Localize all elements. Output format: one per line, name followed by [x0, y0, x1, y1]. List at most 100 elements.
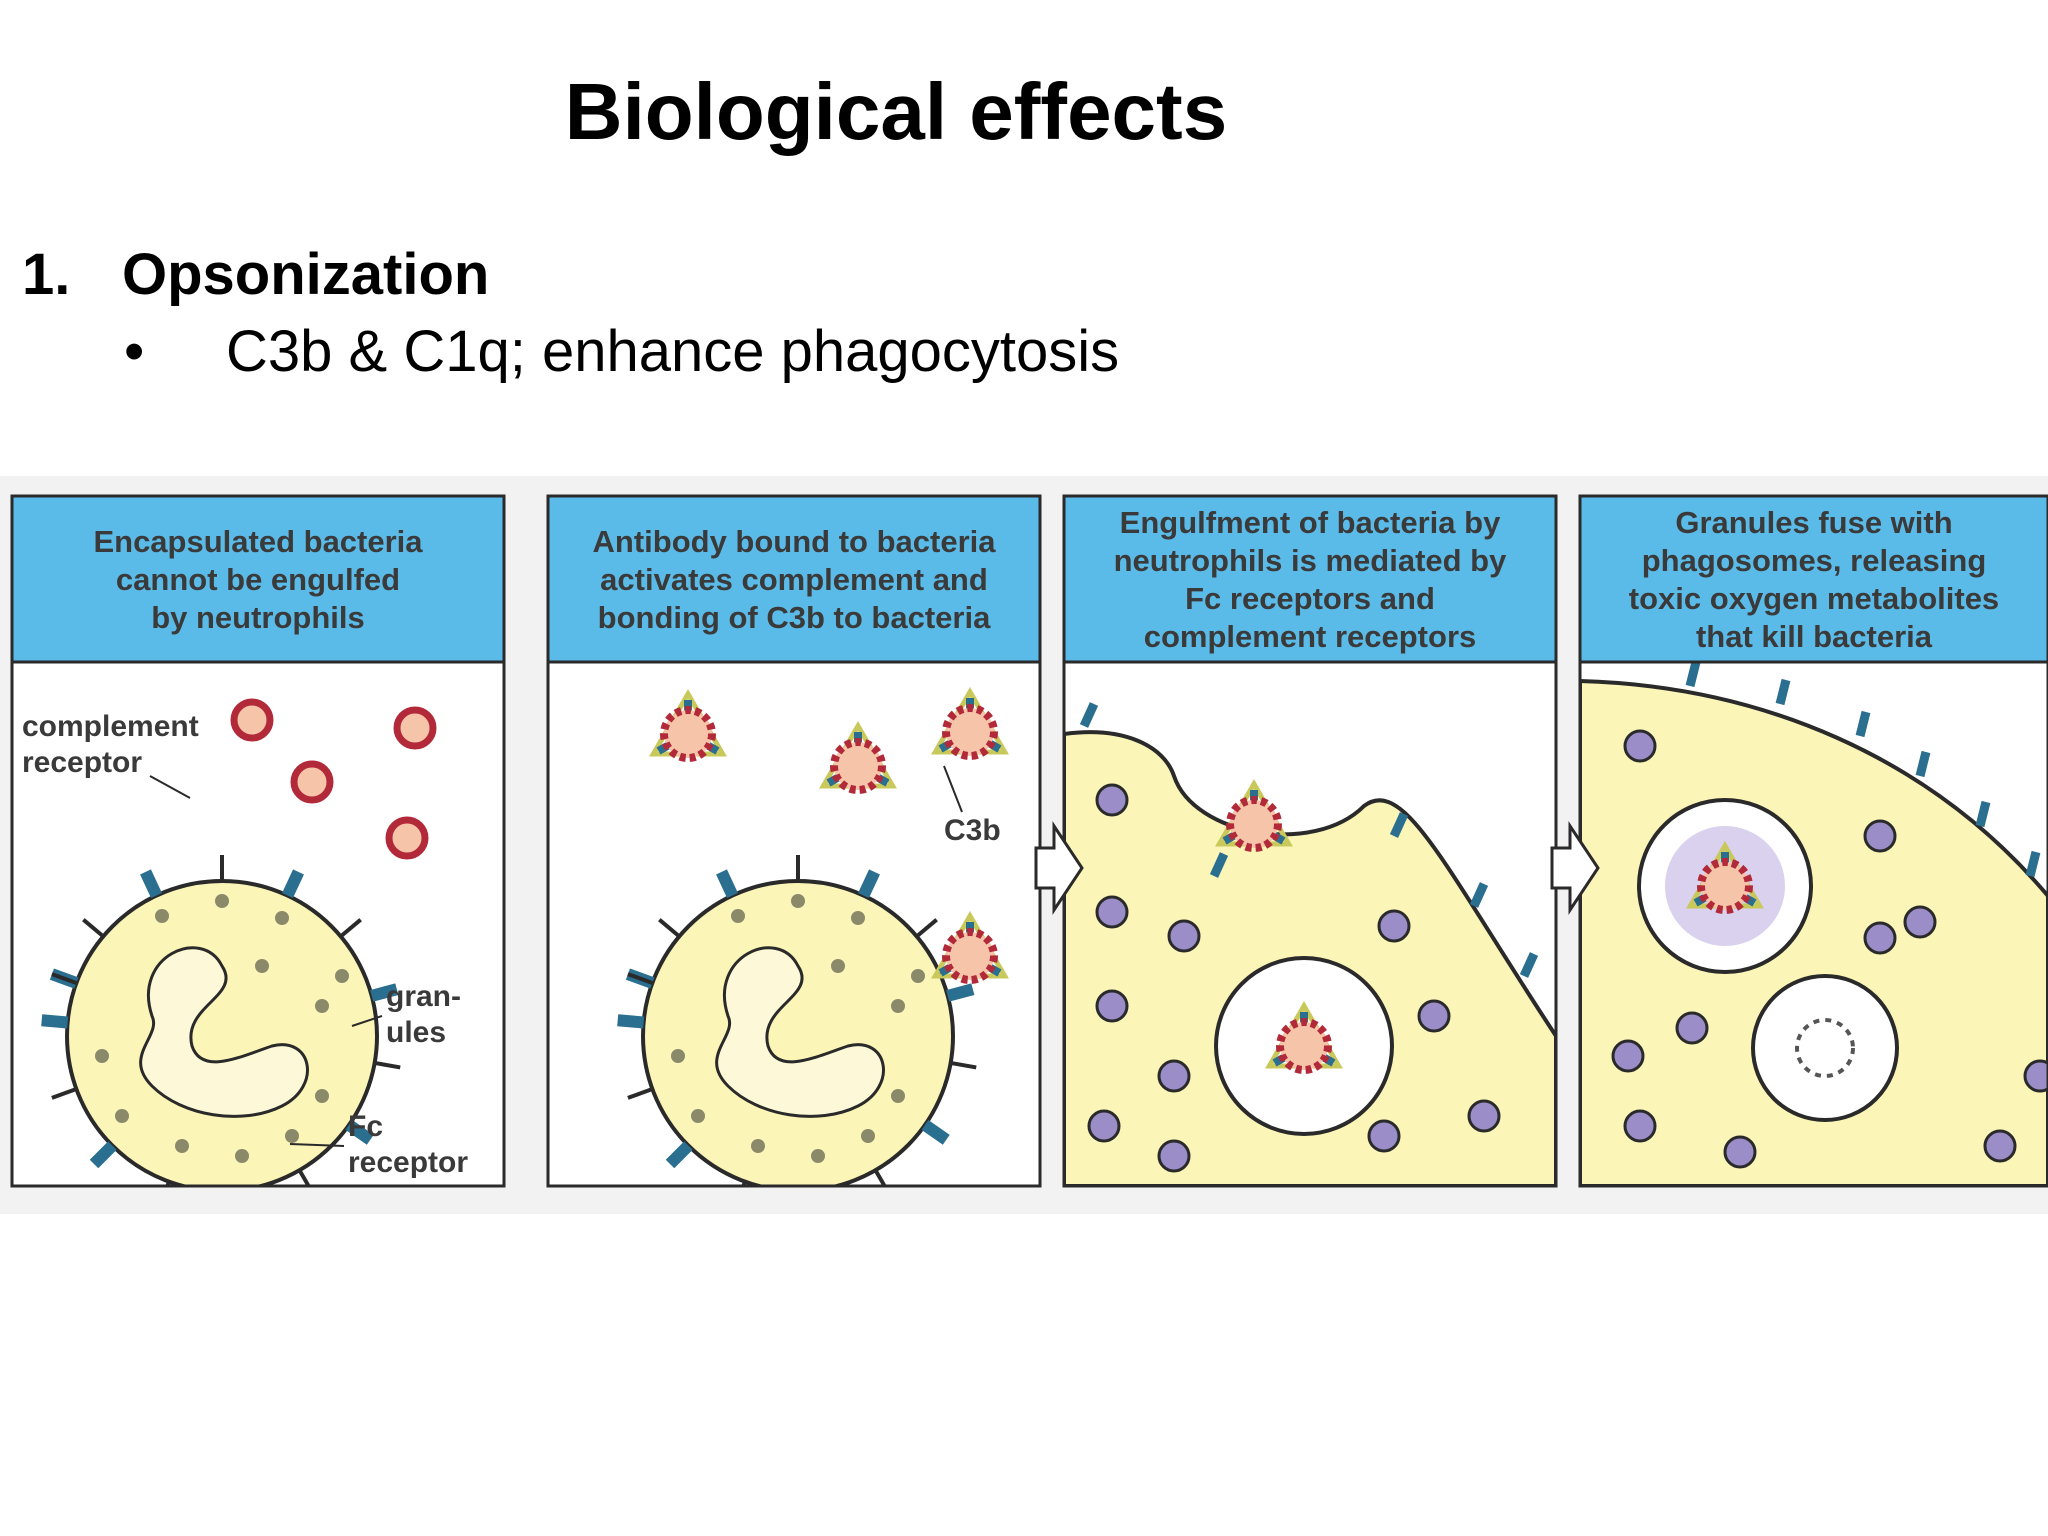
- granule: [1087, 1109, 1121, 1143]
- granule: [1167, 919, 1201, 953]
- panel-2-header-line: bonding of C3b to bacteria: [598, 600, 991, 635]
- granule: [215, 894, 229, 908]
- granule: [891, 999, 905, 1013]
- panel-4: [1580, 662, 2048, 1186]
- bacterium: [1276, 1018, 1332, 1074]
- granule: [1623, 729, 1657, 763]
- granule: [155, 909, 169, 923]
- complement-receptor: [41, 1014, 69, 1029]
- granule: [671, 1049, 685, 1063]
- granule: [315, 1089, 329, 1103]
- complement-receptor: [1469, 882, 1489, 908]
- complement-receptor-label: complement: [22, 710, 199, 743]
- fc-receptor: [51, 1087, 78, 1100]
- panel-4-header-line: toxic oxygen metabolites: [1629, 581, 1999, 616]
- complement-receptor: [946, 983, 975, 1002]
- panel-1: [12, 662, 504, 1186]
- panel-2-header-line: Antibody bound to bacteria: [593, 524, 997, 559]
- granule: [1095, 989, 1129, 1023]
- panel-2-header-line: activates complement and: [600, 562, 988, 597]
- leader-line: [943, 765, 963, 813]
- panel-1-border: [10, 494, 506, 1188]
- granule: [1983, 1129, 2017, 1163]
- killed-bacterium: [1795, 1018, 1855, 1078]
- panel-2-header: [546, 494, 1042, 664]
- complement-receptor: [140, 869, 162, 899]
- bullet-text: C3b & C1q; enhance phagocytosis: [226, 319, 1120, 384]
- granule: [1157, 1059, 1191, 1093]
- panel-3-header-line: complement receptors: [1144, 619, 1477, 654]
- granule: [1863, 819, 1897, 853]
- complement-receptor: [370, 983, 399, 1002]
- panel-4-header-line: Granules fuse with: [1675, 505, 1952, 540]
- panel-3-header-line: Fc receptors and: [1185, 581, 1435, 616]
- granule: [1863, 921, 1897, 955]
- granule: [1367, 1119, 1401, 1153]
- bacterium: [385, 816, 429, 860]
- granule: [791, 894, 805, 908]
- fc-receptor: [627, 1087, 654, 1100]
- panel-2: [548, 662, 1040, 1186]
- fc-receptor: [374, 1060, 401, 1070]
- granule: [285, 1129, 299, 1143]
- panel-1-header-line: cannot be engulfed: [116, 562, 400, 597]
- complement-receptor: [665, 1141, 693, 1169]
- complement-receptor: [921, 1119, 950, 1145]
- granule: [1675, 1011, 1709, 1045]
- transition-arrow: [1034, 821, 1084, 915]
- granule: [255, 959, 269, 973]
- granule: [1611, 1039, 1645, 1073]
- granule: [811, 1149, 825, 1163]
- panel-3-header-line: neutrophils is mediated by: [1114, 543, 1507, 578]
- panel-3: [1064, 662, 1556, 1186]
- fc-receptor: [82, 918, 105, 938]
- granule: [95, 1049, 109, 1063]
- granule: [911, 969, 925, 983]
- neutrophil-nucleus: [139, 946, 309, 1118]
- fc-receptor: [658, 918, 681, 938]
- fc-receptor: [51, 972, 78, 985]
- panel-4-header: [1578, 494, 2048, 664]
- complement-receptor: [617, 1014, 645, 1029]
- granule: [731, 909, 745, 923]
- digestion-vacuole: [1751, 974, 1899, 1122]
- panel-3-header-line: Engulfment of bacteria by: [1120, 505, 1501, 540]
- fc-receptor-label: Fc: [348, 1110, 383, 1143]
- complement-receptor: [858, 869, 880, 899]
- c3b-label: C3b: [944, 814, 1001, 847]
- neutrophil-nucleus: [715, 946, 885, 1118]
- slide-title: Biological effects: [564, 67, 1228, 156]
- granule: [891, 1089, 905, 1103]
- fc-receptor: [950, 1060, 977, 1070]
- granule: [751, 1139, 765, 1153]
- complement-receptor: [282, 869, 304, 899]
- granule: [861, 1129, 875, 1143]
- complement-receptor: [1519, 952, 1539, 978]
- panel-4-header-line: phagosomes, releasing: [1642, 543, 1987, 578]
- fc-receptor: [339, 918, 362, 938]
- granule: [335, 969, 349, 983]
- granule: [1095, 783, 1129, 817]
- fc-receptor-label: receptor: [348, 1146, 468, 1179]
- granule: [1723, 1135, 1757, 1169]
- granule: [175, 1139, 189, 1153]
- granule: [115, 1109, 129, 1123]
- fc-receptor: [297, 1169, 311, 1186]
- neutrophil-cell: [641, 879, 955, 1186]
- granules-label: gran-: [386, 980, 461, 1013]
- granule: [1467, 1099, 1501, 1133]
- complement-receptor: [89, 1141, 117, 1169]
- panel-3-header: [1062, 494, 1558, 664]
- bacterium: [660, 706, 716, 762]
- bacterium: [393, 706, 437, 750]
- granule: [1417, 999, 1451, 1033]
- granule: [315, 999, 329, 1013]
- bacterium: [830, 738, 886, 794]
- bacterium: [1697, 858, 1753, 914]
- panel-4-header-line: that kill bacteria: [1696, 619, 1933, 654]
- granule: [2023, 1059, 2048, 1093]
- bullet-marker: •: [124, 319, 145, 384]
- leader-line: [351, 1015, 383, 1027]
- fc-receptor: [873, 1169, 887, 1186]
